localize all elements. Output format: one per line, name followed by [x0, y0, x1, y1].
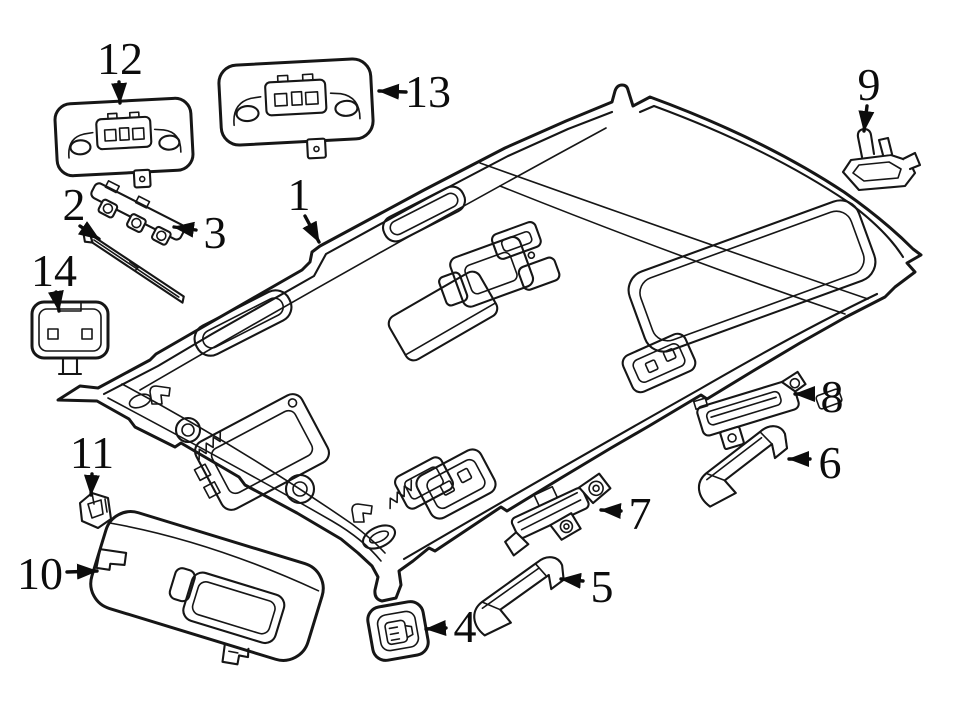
callout-1[interactable]: 1	[288, 169, 321, 244]
callout-5[interactable]: 5	[559, 561, 614, 612]
handle-shade	[698, 472, 737, 508]
callout-arrow	[377, 83, 408, 100]
callout-arrow	[77, 221, 101, 241]
callout-arrow	[599, 503, 623, 519]
callout-label[interactable]: 9	[858, 59, 881, 110]
hook-detail	[149, 385, 171, 405]
part-6-grab-handle-highlighted[interactable]	[686, 422, 799, 509]
mount-tab	[306, 137, 327, 160]
part-1-headliner-panel[interactable]	[56, 83, 923, 603]
callout-arrow	[424, 620, 448, 636]
roof-edge-band	[102, 110, 614, 396]
vanity-mirror	[182, 571, 286, 645]
callout-4[interactable]: 4	[424, 601, 477, 652]
handle-shade	[759, 425, 788, 459]
part-9-corner-bracket[interactable]	[841, 127, 922, 192]
callout-label[interactable]: 12	[97, 33, 143, 84]
headliner-opening-large	[627, 199, 877, 353]
headliner-slot-left	[193, 289, 293, 357]
clip	[126, 213, 147, 233]
part-10-sun-visor[interactable]	[79, 505, 330, 684]
headliner-opening-small	[387, 270, 499, 362]
callout-label[interactable]: 5	[591, 561, 614, 612]
screw-flange	[578, 472, 612, 505]
part-11-clip[interactable]	[78, 491, 113, 530]
clip	[151, 225, 172, 246]
callout-7[interactable]: 7	[599, 488, 652, 539]
map-light	[69, 139, 92, 156]
callout-arrow	[559, 572, 585, 589]
callout-label[interactable]: 1	[288, 169, 311, 220]
callout-10[interactable]: 10	[17, 548, 99, 599]
callout-arrow	[172, 221, 198, 238]
wire-channel	[198, 430, 222, 461]
rear-band-tab	[815, 388, 843, 410]
part-3-bracket-rail[interactable]	[85, 176, 189, 250]
callout-label[interactable]: 7	[629, 488, 652, 539]
part-5-grab-handle[interactable]	[463, 553, 576, 637]
callout-arrow	[83, 472, 100, 497]
console-mount-frame	[193, 393, 330, 511]
handle-body	[698, 425, 789, 508]
callout-8[interactable]: 8	[793, 371, 844, 422]
callout-label[interactable]: 10	[17, 548, 63, 599]
callout-label[interactable]: 3	[204, 207, 227, 258]
map-light	[158, 134, 181, 151]
rear-pocket	[415, 448, 497, 520]
callout-3[interactable]: 3	[172, 207, 227, 258]
visor-mount	[221, 642, 250, 666]
map-light	[235, 104, 260, 123]
callout-9[interactable]: 9	[858, 59, 881, 133]
callout-arrow	[302, 214, 321, 244]
screw-tab	[719, 425, 745, 451]
callout-2[interactable]: 2	[63, 179, 101, 241]
part-12-overhead-console[interactable]	[53, 96, 195, 191]
callouts: 1 2 3 4 5 6 7 8	[17, 33, 881, 652]
callout-6[interactable]: 6	[787, 437, 842, 488]
callout-arrow	[65, 563, 99, 580]
callout-label[interactable]: 14	[31, 245, 77, 296]
part-7-bracket[interactable]	[492, 465, 621, 562]
part-2-trim-rail[interactable]	[79, 231, 189, 304]
switch-cluster	[264, 78, 328, 117]
callout-11[interactable]: 11	[70, 427, 114, 497]
clip	[97, 198, 119, 219]
callout-label[interactable]: 8	[821, 371, 844, 422]
callout-arrow	[47, 289, 64, 313]
console-cutout	[438, 221, 561, 308]
callout-label[interactable]: 13	[405, 66, 451, 117]
part-13-overhead-console[interactable]	[217, 57, 375, 163]
screw-flange	[549, 512, 582, 541]
callout-label[interactable]: 11	[70, 427, 114, 478]
mount-tab	[132, 168, 152, 189]
callout-14[interactable]: 14	[31, 245, 77, 313]
callout-12[interactable]: 12	[97, 33, 143, 105]
oval-vent	[361, 524, 397, 550]
callout-13[interactable]: 13	[377, 66, 451, 117]
headliner-slot-upper	[381, 185, 467, 243]
grommet	[174, 416, 202, 444]
stem	[57, 356, 83, 376]
part-14-plate[interactable]	[30, 300, 110, 376]
part-4-retainer[interactable]	[366, 600, 431, 663]
switch-cluster	[95, 115, 153, 151]
callout-arrow	[111, 80, 128, 105]
rear-pocket	[621, 332, 697, 394]
callout-arrow	[858, 104, 875, 133]
map-light	[334, 99, 359, 117]
callout-label[interactable]: 2	[63, 179, 86, 230]
callout-label[interactable]: 6	[819, 437, 842, 488]
hook-detail	[351, 503, 373, 523]
callout-label[interactable]: 4	[454, 601, 477, 652]
